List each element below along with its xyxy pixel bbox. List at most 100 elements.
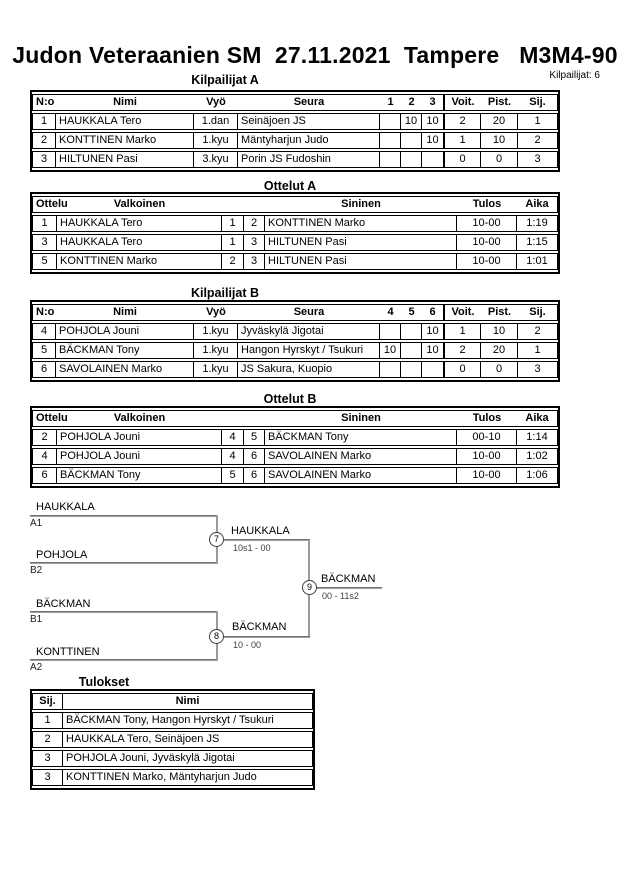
table-row: 6 BÄCKMAN Tony 5 6 SAVOLAINEN Marko 10-0… bbox=[32, 467, 558, 484]
cell-name: SAVOLAINEN Marko bbox=[56, 361, 194, 378]
bracket-slot-name: HAUKKALA bbox=[36, 501, 95, 513]
cell-match-no: 5 bbox=[32, 253, 57, 270]
bracket-slot-line bbox=[30, 611, 218, 613]
cell-blue: BÄCKMAN Tony bbox=[265, 429, 457, 446]
cell-m3: 10 bbox=[422, 113, 443, 130]
header-row: Ottelu Valkoinen Sininen Tulos Aika bbox=[32, 410, 558, 427]
cell-wins: 1 bbox=[443, 323, 481, 340]
cell-blue: SAVOLAINEN Marko bbox=[265, 467, 457, 484]
col-header-name: Nimi bbox=[56, 94, 194, 111]
matches-a-title: Ottelut A bbox=[263, 179, 317, 193]
cell-place: 3 bbox=[32, 750, 63, 767]
col-header-wins: Voit. bbox=[443, 304, 481, 321]
cell-place: 2 bbox=[32, 731, 63, 748]
cell-blue: HILTUNEN Pasi bbox=[265, 234, 457, 251]
cell-place: 3 bbox=[518, 151, 558, 168]
cell-wn: 1 bbox=[222, 215, 244, 232]
cell-name: BÄCKMAN Tony bbox=[56, 342, 194, 359]
bracket-match-circle: 8 bbox=[209, 629, 224, 644]
cell-no: 6 bbox=[32, 361, 56, 378]
bracket-winner-line bbox=[317, 587, 382, 589]
table-row: 4 POHJOLA Jouni 4 6 SAVOLAINEN Marko 10-… bbox=[32, 448, 558, 465]
cell-m1 bbox=[380, 113, 401, 130]
cell-time: 1:06 bbox=[517, 467, 558, 484]
cell-wins: 1 bbox=[443, 132, 481, 149]
col-header-result: Tulos bbox=[457, 410, 517, 427]
cell-club: JS Sakura, Kuopio bbox=[238, 361, 380, 378]
col-header-belt: Vyö bbox=[194, 304, 238, 321]
col-header-3: 3 bbox=[422, 94, 443, 111]
cell-club: Mäntyharjun Judo bbox=[238, 132, 380, 149]
matches-b-title: Ottelut B bbox=[263, 392, 317, 406]
bracket-match-circle: 7 bbox=[209, 532, 224, 547]
col-header-name: Nimi bbox=[56, 304, 194, 321]
cell-m1 bbox=[380, 323, 401, 340]
cell-club: Porin JS Fudoshin bbox=[238, 151, 380, 168]
cell-m3: 10 bbox=[422, 132, 443, 149]
bracket-winner-line bbox=[224, 539, 310, 541]
bracket-slot-line bbox=[30, 659, 218, 661]
bracket-slot-code: B1 bbox=[30, 614, 43, 625]
cell-club: Hangon Hyrskyt / Tsukuri bbox=[238, 342, 380, 359]
cell-place: 2 bbox=[518, 132, 558, 149]
table-row: 3 KONTTINEN Marko, Mäntyharjun Judo bbox=[32, 769, 313, 786]
cell-bn: 3 bbox=[244, 253, 265, 270]
col-header-wins: Voit. bbox=[443, 94, 481, 111]
cell-m2 bbox=[401, 151, 422, 168]
cell-place: 2 bbox=[518, 323, 558, 340]
cell-match-no: 1 bbox=[32, 215, 57, 232]
header-row: N:o Nimi Vyö Seura 4 5 6 Voit. Pist. Sij… bbox=[32, 304, 558, 321]
table-row: 1 BÄCKMAN Tony, Hangon Hyrskyt / Tsukuri bbox=[32, 712, 313, 729]
bracket-match-score: 00 - 11s2 bbox=[322, 591, 359, 601]
cell-name: HAUKKALA Tero bbox=[56, 113, 194, 130]
col-header-no: N:o bbox=[32, 94, 56, 111]
bracket-match-circle: 9 bbox=[302, 580, 317, 595]
page-title: Judon Veteraanien SM 27.11.2021 Tampere … bbox=[12, 42, 618, 68]
cell-time: 1:19 bbox=[517, 215, 558, 232]
bracket-winner-name: BÄCKMAN bbox=[232, 621, 287, 633]
cell-m2 bbox=[401, 132, 422, 149]
table-row: 5 BÄCKMAN Tony 1.kyu Hangon Hyrskyt / Ts… bbox=[32, 342, 558, 359]
header-row: N:o Nimi Vyö Seura 1 2 3 Voit. Pist. Sij… bbox=[32, 94, 558, 111]
pool-a-table: N:o Nimi Vyö Seura 1 2 3 Voit. Pist. Sij… bbox=[30, 90, 560, 172]
cell-belt: 1.dan bbox=[194, 113, 238, 130]
cell-points: 20 bbox=[481, 113, 518, 130]
cell-name: KONTTINEN Marko, Mäntyharjun Judo bbox=[63, 769, 313, 786]
cell-white: POHJOLA Jouni bbox=[57, 429, 222, 446]
cell-time: 1:01 bbox=[517, 253, 558, 270]
cell-match-no: 3 bbox=[32, 234, 57, 251]
col-header-points: Pist. bbox=[481, 304, 518, 321]
cell-time: 1:14 bbox=[517, 429, 558, 446]
col-header-wn bbox=[222, 196, 244, 213]
cell-white: HAUKKALA Tero bbox=[57, 215, 222, 232]
col-header-place: Sij. bbox=[518, 304, 558, 321]
cell-time: 1:15 bbox=[517, 234, 558, 251]
matches-b-table: Ottelu Valkoinen Sininen Tulos Aika 2 PO… bbox=[30, 406, 560, 488]
col-header-match: Ottelu bbox=[32, 196, 68, 213]
cell-name: BÄCKMAN Tony, Hangon Hyrskyt / Tsukuri bbox=[63, 712, 313, 729]
table-row: 2 HAUKKALA Tero, Seinäjoen JS bbox=[32, 731, 313, 748]
header-row: Ottelu Valkoinen Sininen Tulos Aika bbox=[32, 196, 558, 213]
cell-m3: 10 bbox=[422, 323, 443, 340]
cell-no: 3 bbox=[32, 151, 56, 168]
cell-bn: 3 bbox=[244, 234, 265, 251]
bracket-match-score: 10s1 - 00 bbox=[233, 543, 271, 553]
cell-result: 10-00 bbox=[457, 253, 517, 270]
cell-wn: 4 bbox=[222, 429, 244, 446]
results-title: Tulokset bbox=[78, 675, 130, 689]
cell-bn: 6 bbox=[244, 448, 265, 465]
cell-white: POHJOLA Jouni bbox=[57, 448, 222, 465]
cell-wn: 2 bbox=[222, 253, 244, 270]
pool-a-title: Kilpailijat A bbox=[191, 73, 259, 87]
cell-m3 bbox=[422, 361, 443, 378]
cell-belt: 3.kyu bbox=[194, 151, 238, 168]
cell-name: HAUKKALA Tero, Seinäjoen JS bbox=[63, 731, 313, 748]
col-header-result: Tulos bbox=[457, 196, 517, 213]
col-header-white: Valkoinen bbox=[57, 410, 222, 427]
col-header-belt: Vyö bbox=[194, 94, 238, 111]
table-row: 4 POHJOLA Jouni 1.kyu Jyväskylä Jigotai … bbox=[32, 323, 558, 340]
cell-white: BÄCKMAN Tony bbox=[57, 467, 222, 484]
cell-place: 1 bbox=[518, 113, 558, 130]
table-row: 1 HAUKKALA Tero 1 2 KONTTINEN Marko 10-0… bbox=[32, 215, 558, 232]
